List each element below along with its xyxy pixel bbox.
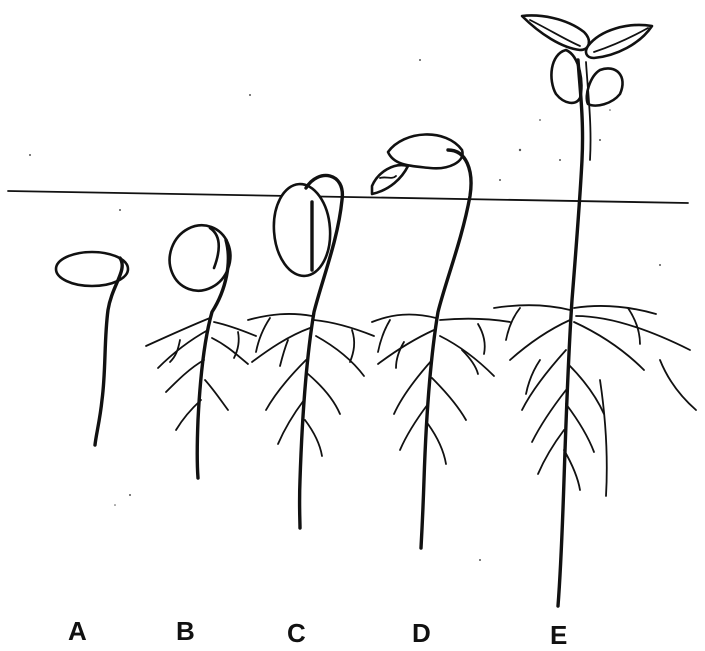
stage-label-a: A bbox=[68, 616, 87, 646]
seedling-stage-a bbox=[56, 252, 128, 445]
roots-d bbox=[372, 315, 510, 464]
stem-e bbox=[558, 60, 583, 606]
roots-e bbox=[494, 305, 696, 496]
stage-label-c: C bbox=[287, 618, 306, 648]
cotyledon-e-right bbox=[587, 68, 623, 105]
soil-surface-line bbox=[8, 191, 688, 203]
stem-d bbox=[421, 150, 471, 548]
stage-label-b: B bbox=[176, 616, 195, 646]
seedling-stage-d bbox=[372, 134, 510, 548]
stage-label-d: D bbox=[412, 618, 431, 648]
cotyledon-e-left bbox=[551, 50, 581, 103]
seedling-stage-c bbox=[248, 176, 374, 529]
seedling-stage-e bbox=[494, 16, 696, 606]
stage-label-e: E bbox=[550, 620, 567, 650]
seedling-stage-b bbox=[146, 217, 256, 478]
